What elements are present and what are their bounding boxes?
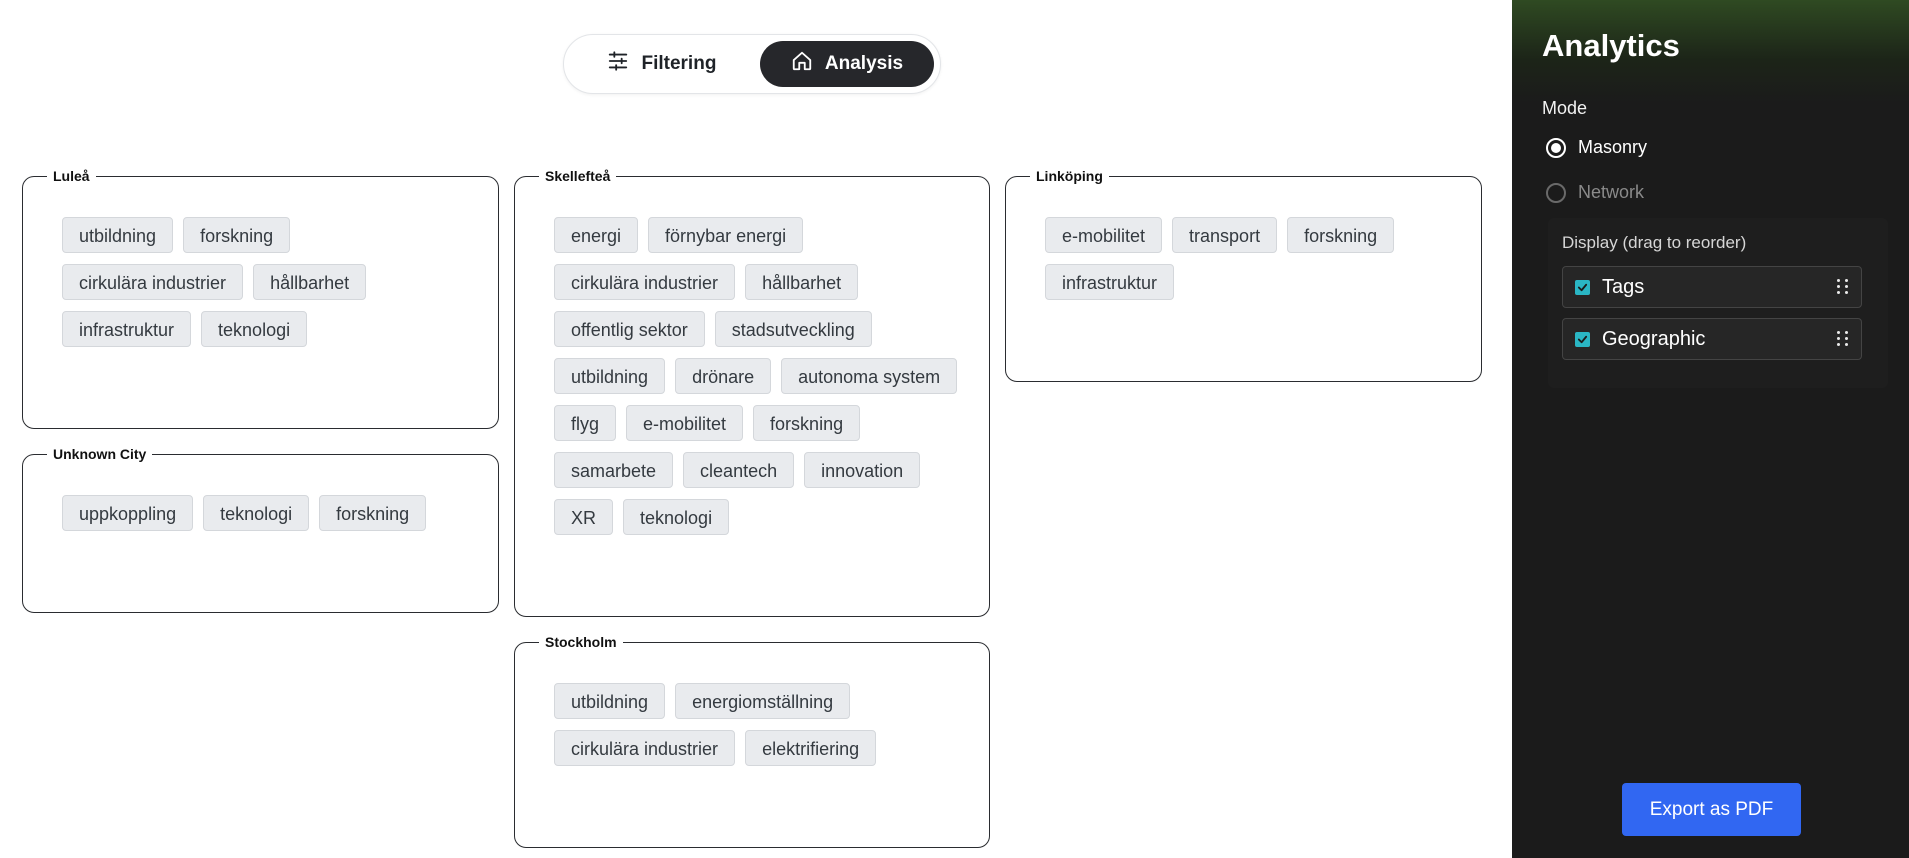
mode-option-network[interactable]: Network	[1546, 182, 1644, 203]
tag-chip: elektrifiering	[745, 730, 877, 766]
tag-chip: infrastruktur	[1045, 264, 1175, 300]
tag-chip: flyg	[554, 405, 617, 441]
tag-chip: cirkulära industrier	[62, 264, 244, 300]
tag-chip: energiomställning	[675, 683, 851, 719]
tag-chip: stadsutveckling	[714, 311, 872, 347]
tag-chip: transport	[1172, 217, 1278, 253]
checkbox-checked-icon[interactable]	[1575, 279, 1590, 295]
sliders-icon	[607, 50, 629, 78]
tag-chip: utbildning	[554, 358, 666, 394]
card-title: Unknown City	[47, 443, 153, 465]
tag-chip: teknologi	[623, 499, 730, 535]
display-item-tags[interactable]: Tags	[1562, 266, 1862, 308]
analysis-tab[interactable]: Analysis	[759, 41, 934, 87]
tag-chip: infrastruktur	[62, 311, 192, 347]
display-panel: Display (drag to reorder) Tags Geographi…	[1548, 218, 1888, 388]
home-icon	[791, 50, 813, 78]
tag-chip: samarbete	[554, 452, 674, 488]
drag-handle-icon[interactable]	[1837, 331, 1849, 347]
export-pdf-button[interactable]: Export as PDF	[1622, 783, 1801, 836]
tag-chip: offentlig sektor	[554, 311, 705, 347]
display-label: Display (drag to reorder)	[1562, 233, 1747, 252]
tag-chip: forskning	[753, 405, 861, 441]
radio-selected-icon	[1546, 137, 1566, 158]
tag-chip: hållbarhet	[253, 264, 367, 300]
tag-chip: XR	[554, 499, 614, 535]
tag-chip: energi	[554, 217, 639, 253]
display-item-geographic[interactable]: Geographic	[1562, 318, 1862, 360]
tag-chip: cleantech	[683, 452, 795, 488]
card-title: Linköping	[1030, 165, 1109, 187]
filtering-tab[interactable]: Filtering	[570, 41, 754, 87]
tag-chip: uppkoppling	[62, 495, 194, 531]
display-item-label: Tags	[1602, 275, 1645, 298]
analysis-label: Analysis	[824, 53, 904, 74]
tag-chip: förnybar energi	[648, 217, 804, 253]
card-title: Skellefteå	[539, 165, 617, 187]
view-toggle: Filtering Analysis	[563, 34, 941, 94]
analytics-sidebar: Analytics Mode Masonry Network Display (…	[1512, 0, 1909, 858]
tag-chip: cirkulära industrier	[554, 730, 736, 766]
sidebar-title: Analytics	[1542, 28, 1680, 63]
tag-chip: drönare	[675, 358, 772, 394]
filtering-label: Filtering	[641, 53, 717, 74]
tag-chip: e-mobilitet	[1045, 217, 1163, 253]
mode-option-masonry[interactable]: Masonry	[1546, 137, 1647, 158]
tag-chip: forskning	[1287, 217, 1395, 253]
display-item-label: Geographic	[1602, 327, 1706, 350]
tag-chip: teknologi	[201, 311, 308, 347]
tag-chip: utbildning	[62, 217, 174, 253]
tag-chip: innovation	[804, 452, 921, 488]
mode-option-label: Network	[1578, 182, 1645, 202]
checkbox-checked-icon[interactable]	[1575, 331, 1590, 347]
mode-option-label: Masonry	[1578, 137, 1648, 157]
card-title: Luleå	[47, 165, 96, 187]
tag-chip: utbildning	[554, 683, 666, 719]
tag-chip: autonoma system	[781, 358, 958, 394]
tag-chip: forskning	[319, 495, 427, 531]
tag-chip: hållbarhet	[745, 264, 859, 300]
mode-label: Mode	[1542, 98, 1588, 118]
tag-chip: forskning	[183, 217, 291, 253]
radio-unselected-icon	[1546, 182, 1566, 203]
card-title: Stockholm	[539, 631, 623, 653]
tag-chip: e-mobilitet	[626, 405, 744, 441]
tag-chip: cirkulära industrier	[554, 264, 736, 300]
tag-chip: teknologi	[203, 495, 310, 531]
drag-handle-icon[interactable]	[1837, 279, 1849, 295]
